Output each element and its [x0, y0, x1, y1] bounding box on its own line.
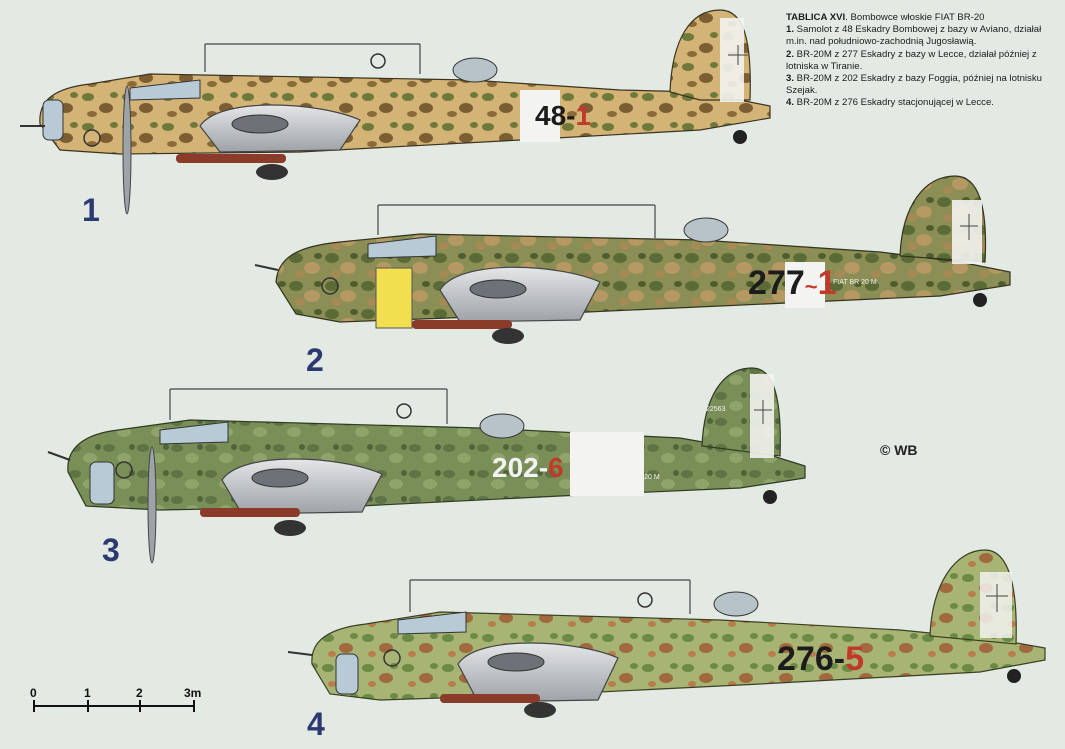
- code-number: 276-: [777, 640, 846, 678]
- aircraft-3-index: 3: [102, 532, 120, 568]
- caption-item-3: 3. BR-20M z 202 Eskadry z bazy Foggia, p…: [786, 73, 1042, 97]
- scale-label-2: 2: [136, 686, 143, 700]
- code-suffix: 5: [845, 640, 864, 678]
- aircraft-4-code: 276-5: [777, 640, 864, 679]
- scale-label-3: 3m: [184, 686, 202, 700]
- aircraft-4-index: 4: [307, 706, 325, 742]
- aircraft-3: [47, 367, 806, 564]
- aircraft-1: [20, 9, 771, 215]
- aircraft-3-tail-serial: 22563: [706, 406, 726, 413]
- aircraft-2-index: 2: [306, 342, 324, 378]
- code-number: 48-: [535, 100, 576, 131]
- code-number: 202-: [492, 452, 549, 483]
- code-suffix: 6: [548, 452, 564, 483]
- copyright-mark: © WB: [880, 442, 918, 458]
- aircraft-2: [254, 175, 1011, 344]
- code-mid: ~: [804, 274, 818, 299]
- caption-item-4: 4. BR-20M z 276 Eskadry stacjonującej w …: [786, 97, 994, 109]
- caption-item-2: 2. BR-20M z 277 Eskadry z bazy w Lecce, …: [786, 48, 1037, 72]
- aircraft-2-serial: FIAT BR 20 M: [833, 279, 877, 286]
- code-suffix: 1: [817, 264, 837, 302]
- scale-bar: [33, 700, 195, 712]
- code-number: 277: [748, 264, 805, 302]
- code-suffix: 1: [575, 100, 592, 131]
- scale-label-1: 1: [84, 686, 91, 700]
- aircraft-3-code: 202-6: [492, 452, 564, 484]
- aircraft-1-index: 1: [82, 192, 100, 228]
- aircraft-1-code: 48-1: [535, 100, 591, 132]
- caption-item-1: 1. Samolot z 48 Eskadry Bombowej z bazy …: [786, 24, 1042, 48]
- caption-title: TABLICA XVI. Bombowce włoskie FIAT BR-20: [786, 12, 985, 23]
- aircraft-2-code: 277~1: [748, 264, 837, 303]
- aircraft-3-serial: FIAT BR 20 M: [616, 474, 660, 481]
- aircraft-4: [287, 549, 1046, 718]
- scale-label-0: 0: [30, 686, 37, 700]
- plate-caption: TABLICA XVI. Bombowce włoskie FIAT BR-20…: [786, 12, 1056, 110]
